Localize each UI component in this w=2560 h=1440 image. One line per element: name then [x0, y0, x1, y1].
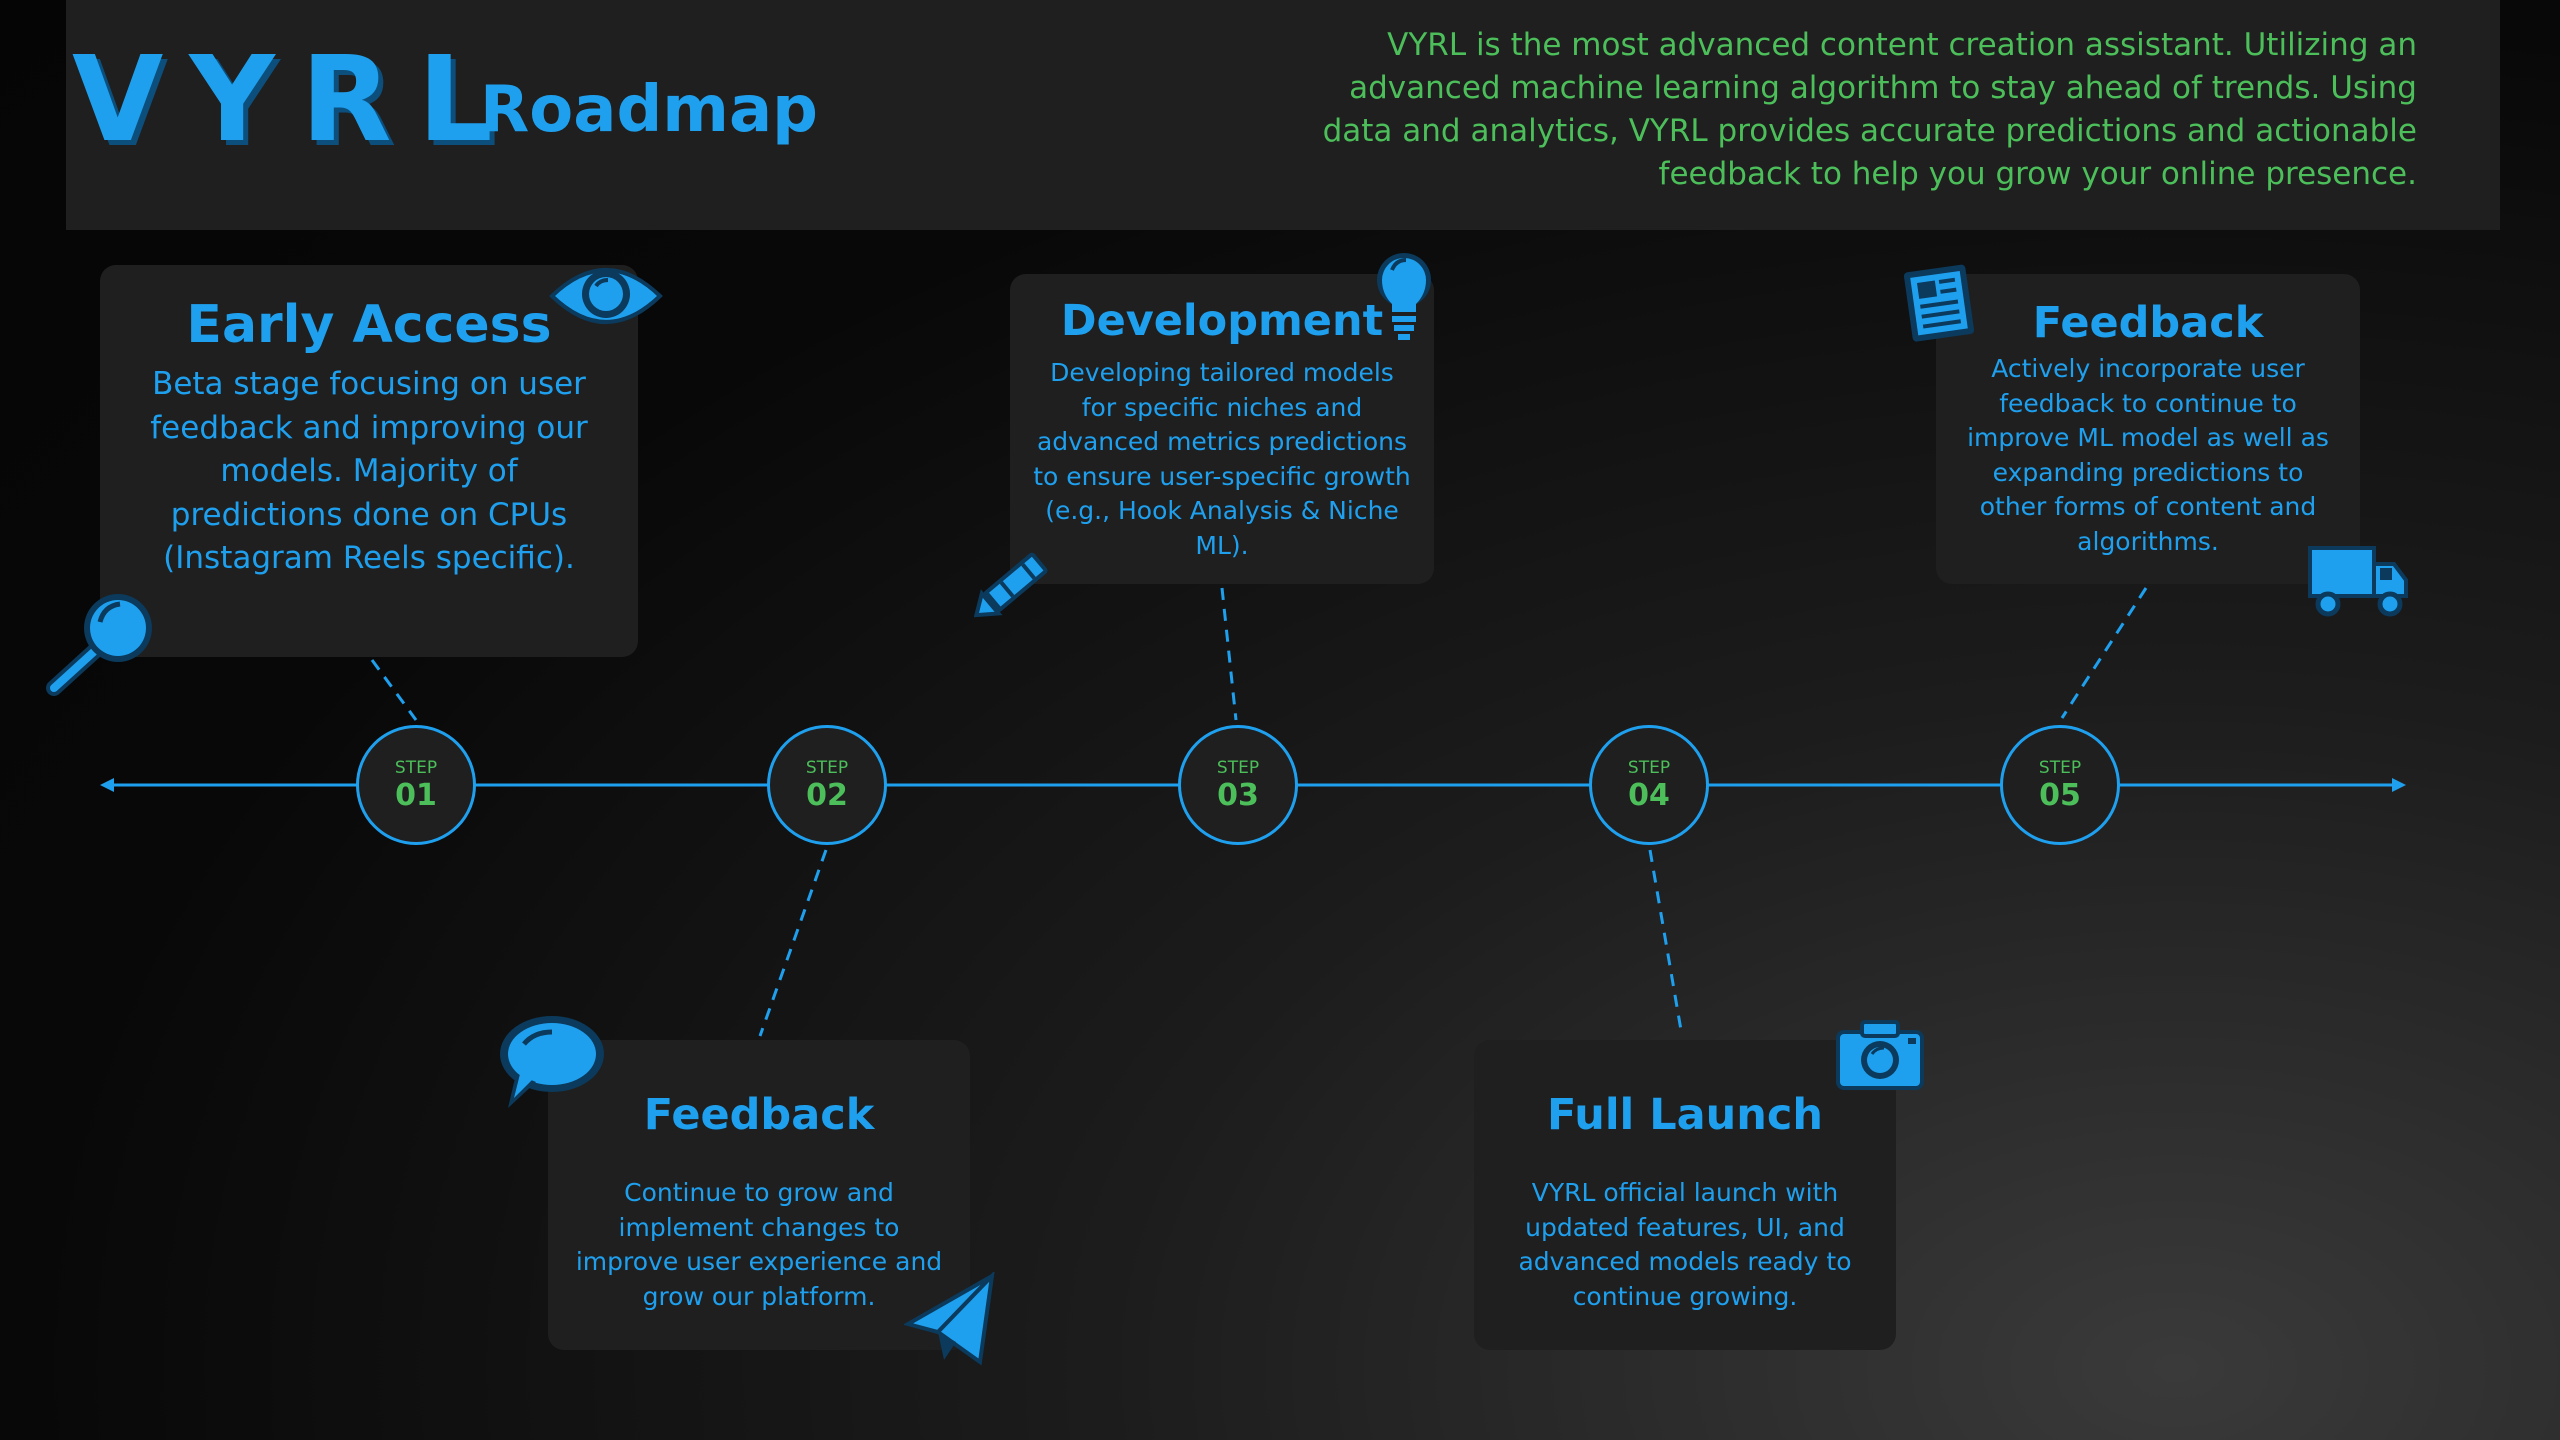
step-circle-01: STEP 01	[356, 725, 476, 845]
connector-step4	[1648, 849, 1684, 1037]
step-number: 04	[1628, 778, 1670, 813]
page-title: Roadmap	[480, 73, 818, 147]
card-title: Early Access	[186, 295, 552, 355]
step-circle-03: STEP 03	[1178, 725, 1298, 845]
connector-step2	[758, 849, 828, 1037]
step-number: 03	[1217, 778, 1259, 813]
card-text: Actively incorporate user feedback to co…	[1967, 354, 2329, 556]
step-number: 01	[395, 778, 437, 813]
card-feedback-ongoing: Feedback Actively incorporate user feedb…	[1936, 274, 2360, 584]
step-number: 02	[806, 778, 848, 813]
connector-step3	[1220, 587, 1238, 721]
card-feedback: Feedback Continue to grow and implement …	[548, 1040, 970, 1350]
step-label: STEP	[1627, 758, 1671, 778]
newspaper-icon	[1903, 264, 1975, 342]
card-title: Full Launch	[1546, 1090, 1824, 1140]
connector-step1	[370, 659, 418, 721]
card-text: Continue to grow and implement changes t…	[575, 1178, 943, 1311]
camera-icon	[1836, 1020, 1924, 1090]
eye-icon	[549, 268, 663, 324]
truck-icon	[2308, 546, 2408, 617]
vyrl-logo: VYRL	[72, 30, 519, 168]
timeline-arrow-right	[2392, 778, 2406, 792]
card-title: Development	[1060, 296, 1384, 346]
card-full-launch: Full Launch VYRL official launch with up…	[1474, 1040, 1896, 1350]
step-circle-04: STEP 04	[1589, 725, 1709, 845]
lightbulb-icon	[1377, 253, 1431, 340]
step-circle-02: STEP 02	[767, 725, 887, 845]
card-title: Feedback	[2032, 298, 2264, 348]
card-text: Beta stage focusing on user feedback and…	[150, 366, 588, 576]
pencil-icon	[974, 552, 1048, 618]
step-label: STEP	[394, 758, 438, 778]
step-number: 05	[2039, 778, 2081, 813]
card-development: Development Developing tailored models f…	[1010, 274, 1434, 584]
magnifier-icon	[46, 594, 152, 696]
tagline: VYRL is the most advanced content creati…	[1322, 27, 2417, 192]
card-text: VYRL official launch with updated featur…	[1518, 1178, 1852, 1311]
step-circle-05: STEP 05	[2000, 725, 2120, 845]
paper-plane-icon	[904, 1272, 995, 1366]
card-text: Developing tailored models for specific …	[1033, 358, 1411, 560]
header-banner	[66, 0, 2500, 230]
connector-step5	[2060, 587, 2148, 719]
card-title: Feedback	[643, 1090, 875, 1140]
speech-bubble-icon	[500, 1016, 604, 1108]
step-label: STEP	[2038, 758, 2082, 778]
timeline-arrow-left	[100, 778, 114, 792]
step-label: STEP	[805, 758, 849, 778]
step-label: STEP	[1216, 758, 1260, 778]
card-early-access: Early Access Beta stage focusing on user…	[100, 265, 638, 657]
